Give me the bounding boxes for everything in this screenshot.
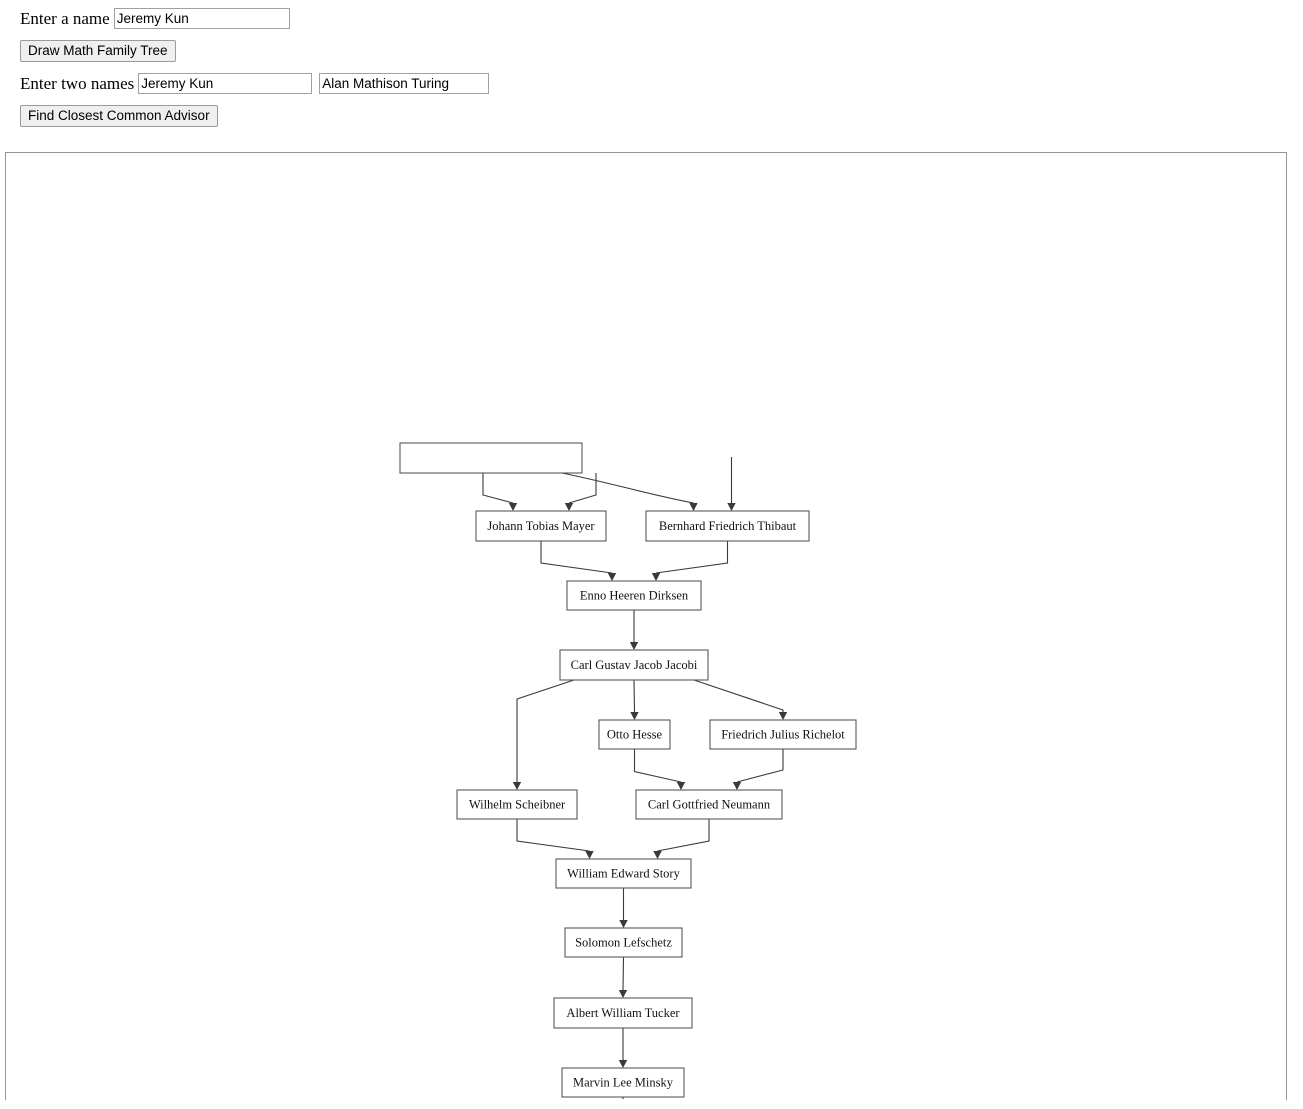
node-box[interactable] [645,510,810,542]
graph-viewport[interactable]: Johann Tobias Mayer Bernhard Friedrich Th… [5,152,1287,1100]
node-box[interactable] [709,719,857,750]
node-label: Albert William Tucker [566,1006,680,1020]
node-label: Solomon Lefschetz [575,935,672,949]
name-row: Enter a name [20,8,1303,29]
control-form: Enter a name Draw Math Family Tree Enter… [0,0,1303,127]
node-box[interactable] [475,510,607,542]
draw-button-row: Draw Math Family Tree [20,40,1303,62]
graph-node[interactable]: Solomon Lefschetz [564,927,683,958]
node-box[interactable] [561,1067,685,1098]
graph-node[interactable]: Enno Heeren Dirksen [566,580,702,611]
graph-node[interactable]: Wilhelm Scheibner [456,789,578,820]
graph-node[interactable]: Bernhard Friedrich Thibaut [645,510,810,542]
graph-node[interactable]: Albert William Tucker [553,997,693,1029]
graph-node[interactable]: Carl Gottfried Neumann [635,789,783,820]
graph-node[interactable]: Marvin Lee Minsky [561,1067,685,1098]
graph-node[interactable]: Johann Tobias Mayer [475,510,607,542]
graph-node[interactable]: Carl Gustav Jacob Jacobi [559,649,709,681]
node-label: Marvin Lee Minsky [573,1075,674,1089]
graph-node[interactable]: Friedrich Julius Richelot [709,719,857,750]
node-box[interactable] [566,580,702,611]
node-label: Wilhelm Scheibner [469,797,566,811]
node-label: Otto Hesse [607,727,663,741]
node-box[interactable] [564,927,683,958]
graph-scroll-area[interactable]: Johann Tobias Mayer Bernhard Friedrich Th… [6,153,1286,1099]
name-label: Enter a name [20,9,110,28]
node-box[interactable] [456,789,578,820]
two-names-row: Enter two names [20,73,1303,94]
draw-math-family-tree-button[interactable]: Draw Math Family Tree [20,40,176,62]
node-box[interactable] [555,858,692,889]
node-box[interactable] [553,997,693,1029]
find-button-row: Find Closest Common Advisor [20,105,1303,127]
node-box[interactable] [598,719,671,750]
node-box[interactable] [399,442,583,474]
first-name-input[interactable] [138,73,313,94]
node-label: Friedrich Julius Richelot [721,727,845,741]
two-names-label: Enter two names [20,74,135,93]
node-box[interactable] [559,649,709,681]
graph-node[interactable]: William Edward Story [555,858,692,889]
node-label: Johann Tobias Mayer [487,519,595,533]
node-label: Carl Gottfried Neumann [648,797,771,811]
node-box[interactable] [635,789,783,820]
graph-node[interactable]: Otto Hesse [598,719,671,750]
math-genealogy-graph: Johann Tobias Mayer Bernhard Friedrich Th… [399,442,857,1099]
node-label: Enno Heeren Dirksen [580,588,689,602]
node-label: Bernhard Friedrich Thibaut [659,519,797,533]
name-input[interactable] [113,8,290,29]
graph-node[interactable] [399,442,583,474]
second-name-input[interactable] [319,73,490,94]
find-closest-common-advisor-button[interactable]: Find Closest Common Advisor [20,105,218,127]
node-label: William Edward Story [567,866,680,880]
node-label: Carl Gustav Jacob Jacobi [571,658,698,672]
